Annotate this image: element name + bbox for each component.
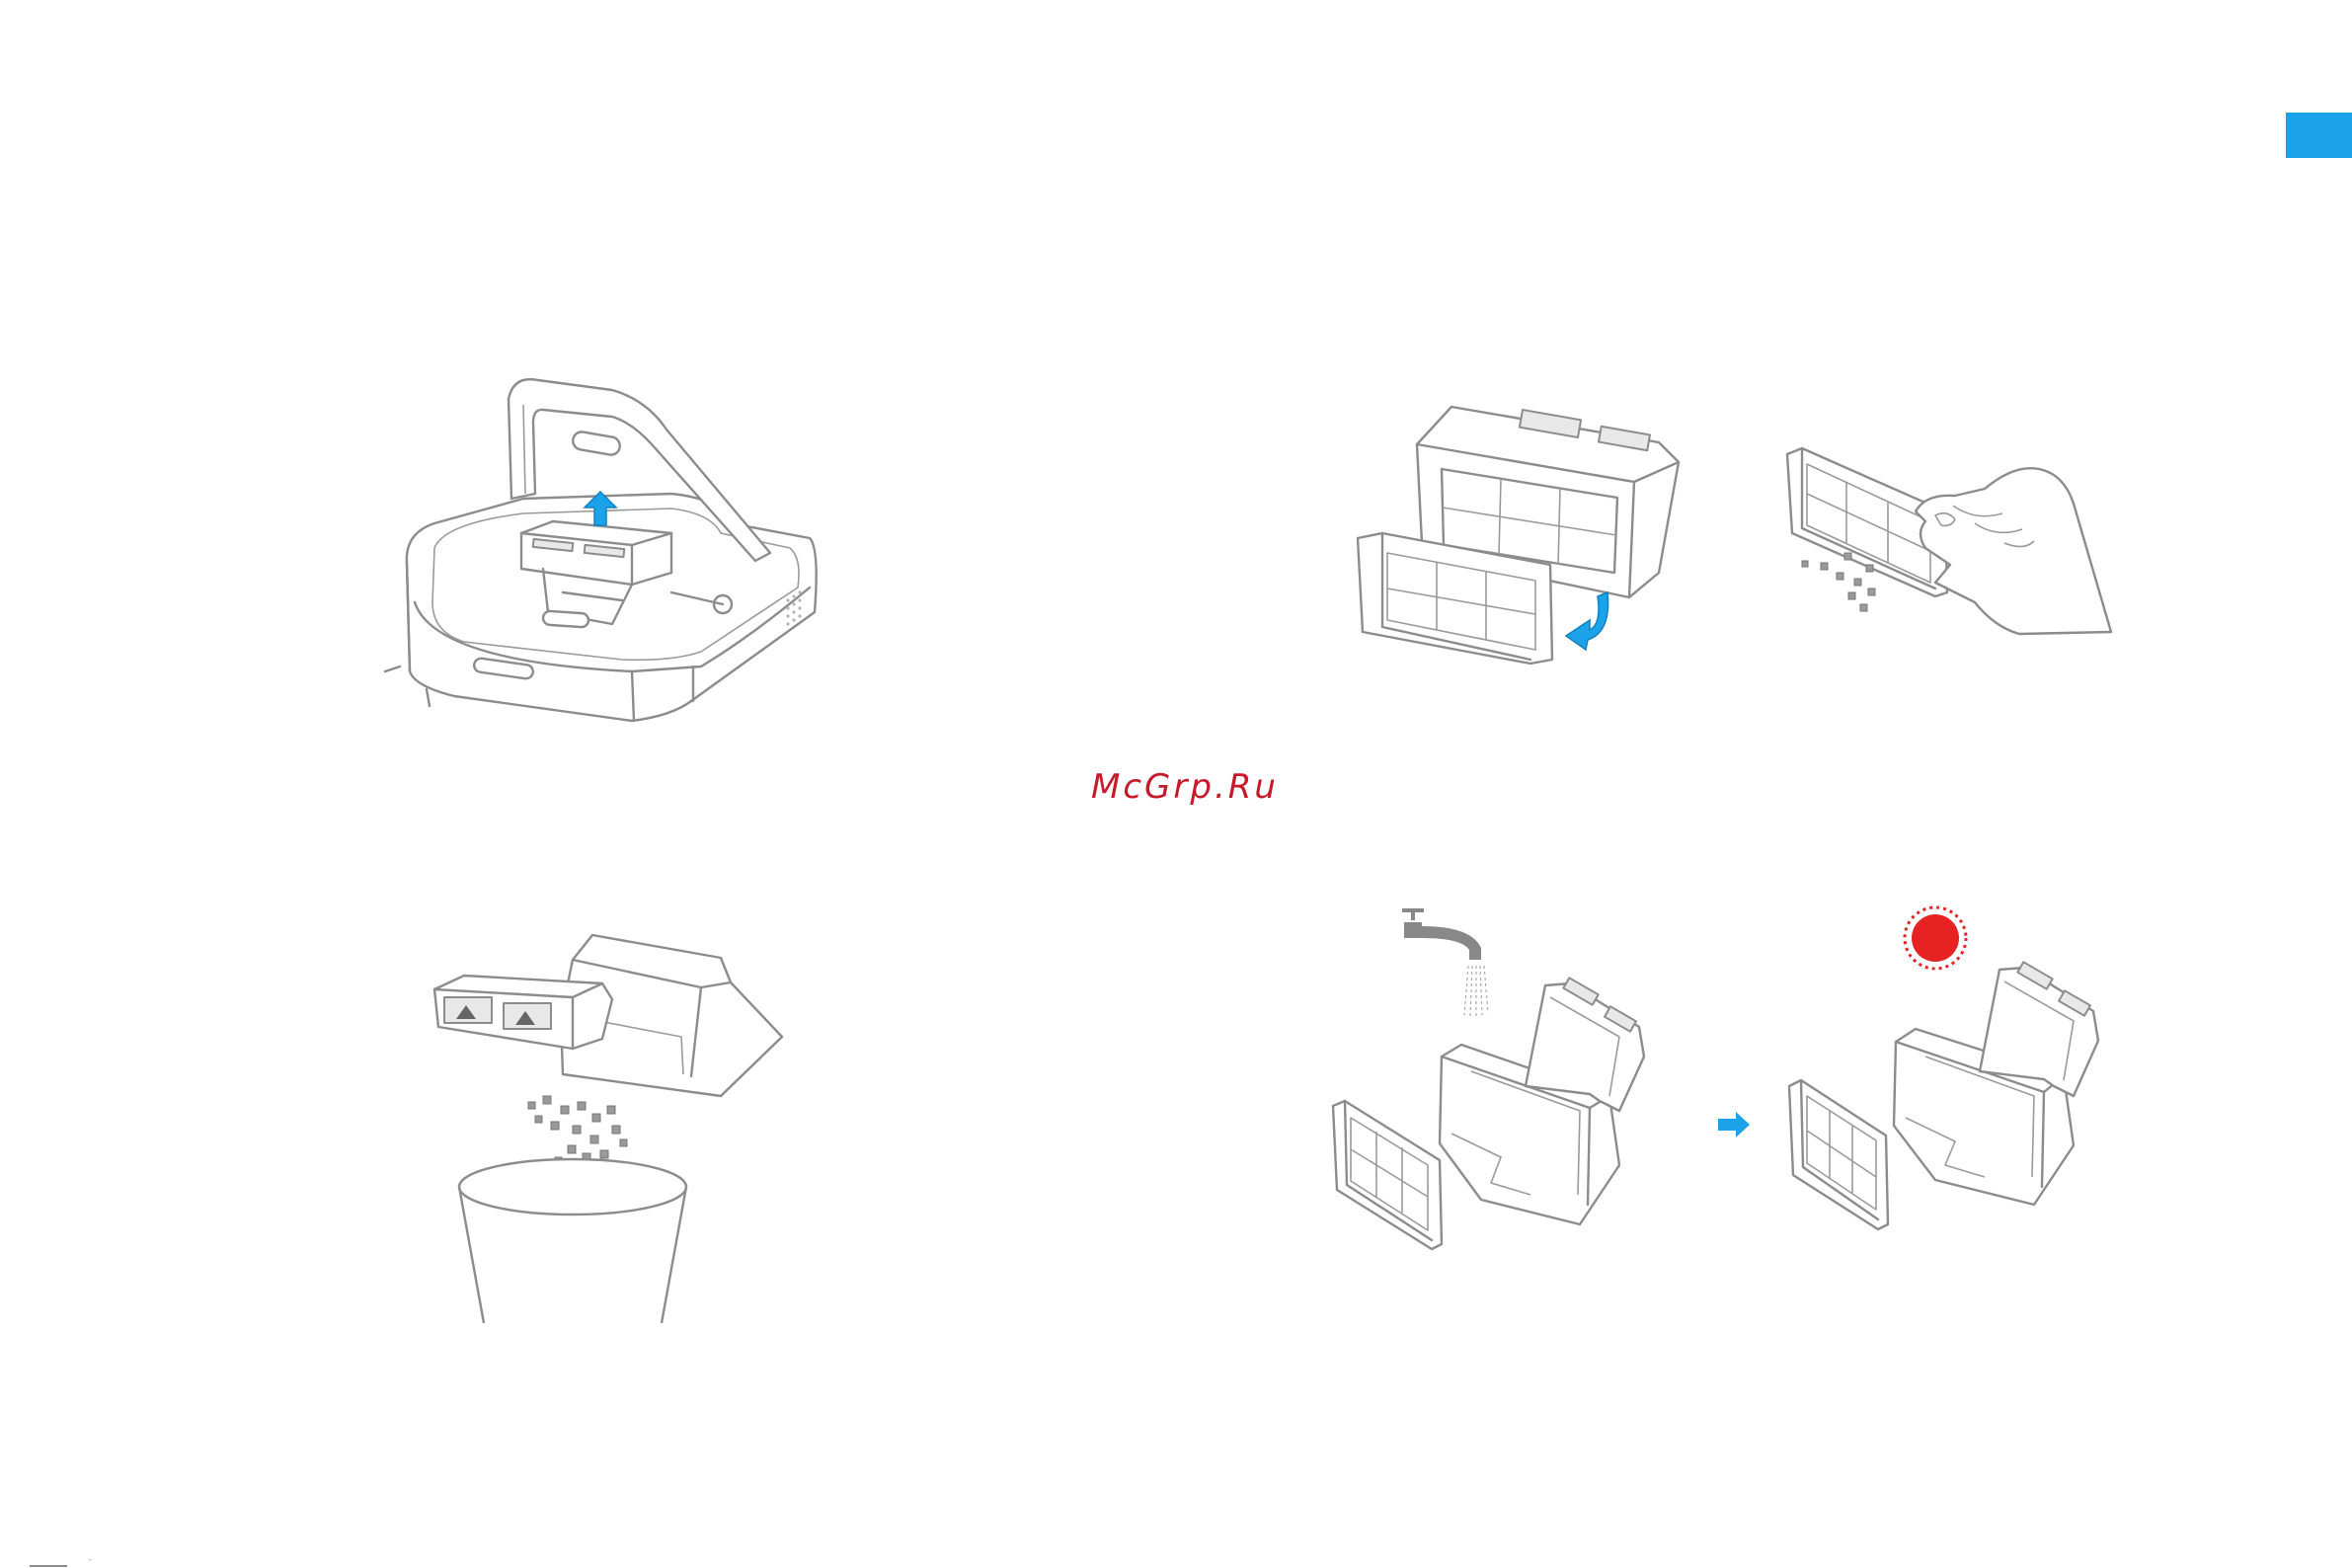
section-tab bbox=[2286, 113, 2352, 158]
bin-washing-illustration bbox=[1323, 899, 1679, 1274]
footer-mark: ″ bbox=[89, 1559, 99, 1567]
filter-tapping-illustration bbox=[1777, 434, 2123, 652]
dustbin-emptying-illustration bbox=[425, 928, 800, 1323]
filter-removal-illustration bbox=[1343, 395, 1698, 671]
watermark: McGrp.Ru bbox=[1027, 760, 1343, 814]
robot-dock-illustration bbox=[375, 375, 829, 770]
bin-drying-illustration bbox=[1777, 899, 2133, 1274]
next-step-arrow-icon bbox=[1716, 1110, 1752, 1139]
rotate-arrow-icon bbox=[1566, 592, 1608, 650]
sun-icon bbox=[1905, 907, 1966, 969]
faucet-icon bbox=[1402, 910, 1488, 1017]
footer-rule bbox=[30, 1565, 67, 1567]
